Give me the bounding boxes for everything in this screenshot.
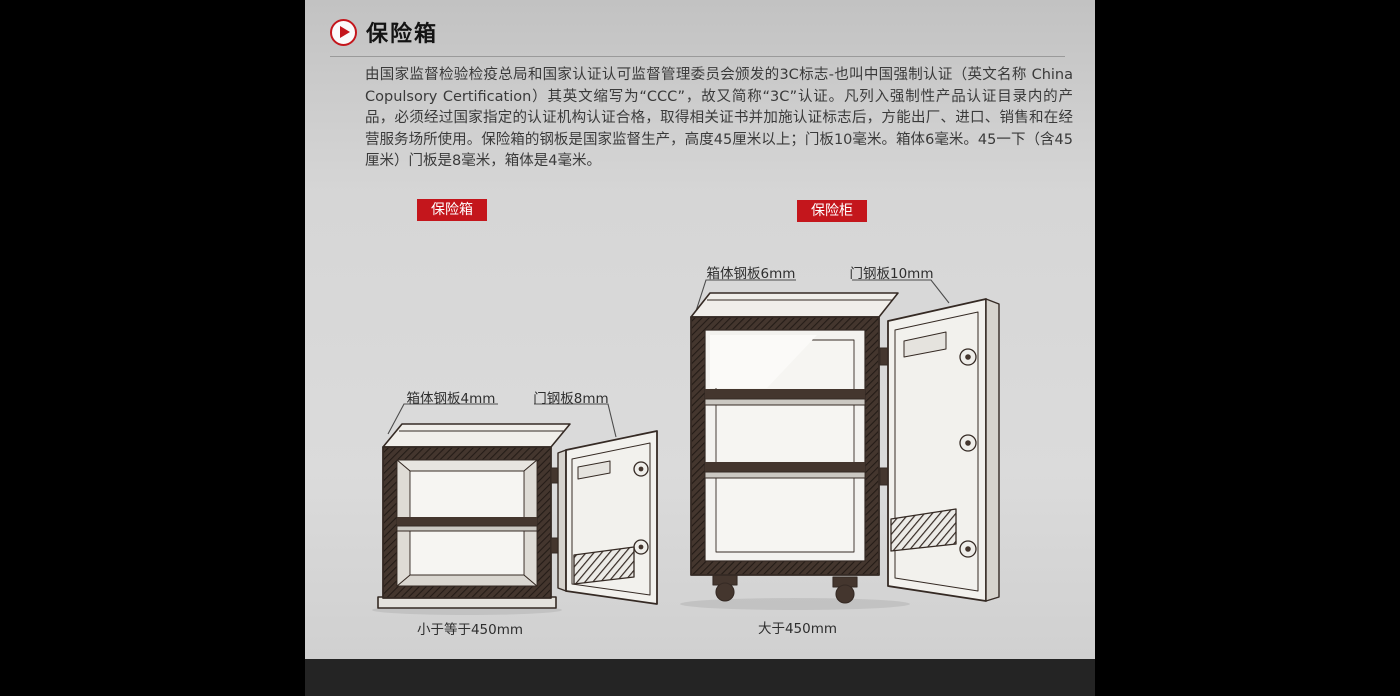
large-safe-caption: 大于450mm bbox=[757, 621, 838, 637]
large-safe-body bbox=[690, 292, 899, 604]
bottom-band bbox=[305, 659, 1095, 696]
large-safe-door bbox=[879, 298, 1000, 602]
ground-shadows bbox=[372, 598, 910, 615]
page-header: 保险箱 bbox=[330, 16, 438, 48]
header-divider bbox=[330, 56, 1065, 57]
badge-safe-box: 保险箱 bbox=[417, 199, 487, 221]
arrow-triangle bbox=[340, 26, 350, 38]
large-safe-body-label: 箱体钢板6mm bbox=[706, 266, 796, 282]
small-safe-door bbox=[550, 430, 658, 605]
small-safe-caption: 小于等于450mm bbox=[416, 622, 524, 638]
content-panel: 保险箱 由国家监督检验检疫总局和国家认证认可监督管理委员会颁发的3C标志-也叫中… bbox=[305, 0, 1095, 696]
badge-safe-cabinet: 保险柜 bbox=[797, 200, 867, 222]
large-safe-door-label: 门钢板10mm bbox=[849, 266, 934, 282]
page-title: 保险箱 bbox=[366, 22, 439, 47]
play-arrow-icon bbox=[330, 18, 357, 46]
small-safe-body bbox=[377, 423, 571, 609]
intro-paragraph: 由国家监督检验检疫总局和国家认证认可监督管理委员会颁发的3C标志-也叫中国强制认… bbox=[365, 67, 1073, 170]
small-safe-body-label: 箱体钢板4mm bbox=[406, 391, 496, 407]
leader-lines bbox=[387, 279, 950, 438]
small-safe-door-label: 门钢板8mm bbox=[533, 391, 609, 407]
